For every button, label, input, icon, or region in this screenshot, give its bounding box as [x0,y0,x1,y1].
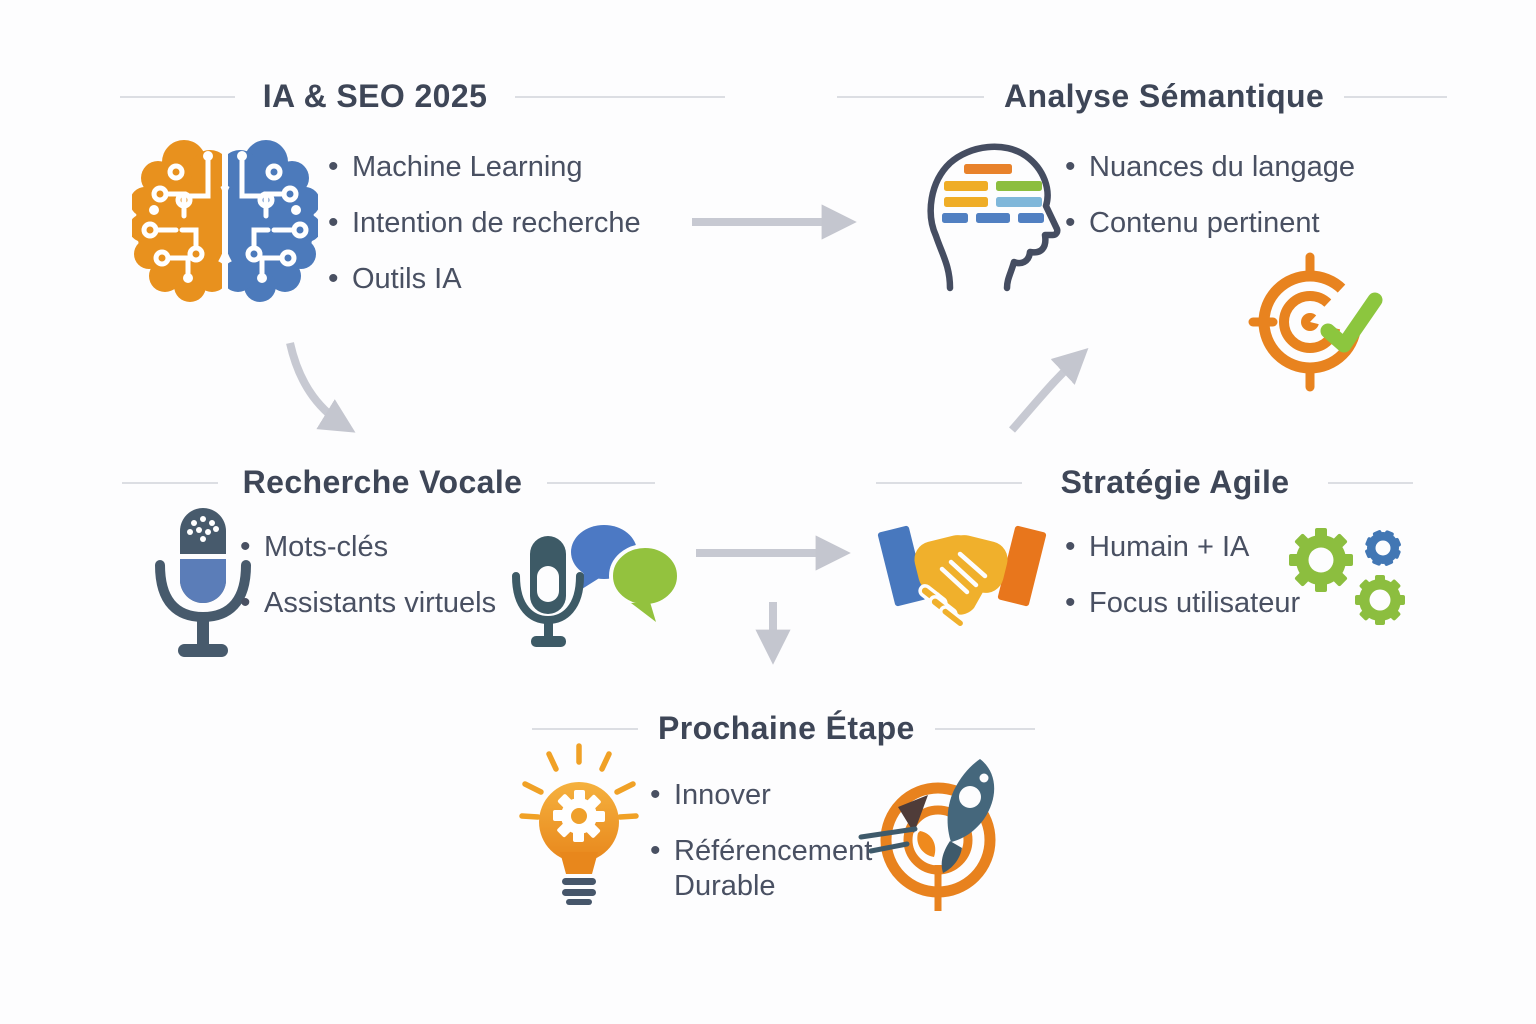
target-check-icon [1248,252,1383,392]
bullet-item: Mots-clés [240,529,496,565]
header-rule [1328,481,1413,484]
microphone-icon [150,503,255,663]
bullet-item: Outils IA [328,261,641,297]
bullet-item: Assistants virtuels [240,585,496,621]
bullet-item: Focus utilisateur [1065,585,1300,621]
header-rule [547,481,655,484]
section-header-etape: Prochaine Étape [532,710,1035,747]
header-rule [876,481,1022,484]
bullet-item: Intention de recherche [328,205,641,241]
section-header-ia-seo: IA & SEO 2025 [120,78,725,115]
section-title-etape: Prochaine Étape [658,710,915,746]
brain-circuit-icon [132,136,318,304]
bullet-item: Machine Learning [328,149,641,185]
rocket-target-icon [858,745,1013,915]
header-rule [1344,95,1448,98]
bullet-item: Innover [650,777,875,813]
handshake-icon [872,512,1052,642]
section-header-analyse: Analyse Sémantique [837,78,1448,115]
analyse-bullets: Nuances du langage Contenu pertinent [1065,149,1355,262]
lightbulb-gear-icon [512,740,647,910]
header-rule [837,95,984,98]
arrow-agile-to-analyse [1009,347,1089,433]
header-rule [515,95,725,98]
ia-seo-bullets: Machine Learning Intention de recherche … [328,149,641,317]
section-header-vocale: Recherche Vocale [122,464,655,501]
microphone-chat-icon [500,500,680,655]
etape-bullets: Innover Référencement Durable [650,777,875,924]
vocale-bullets: Mots-clés Assistants virtuels [240,529,496,642]
arrow-iaseo-to-vocale [286,342,356,433]
bullet-item: Humain + IA [1065,529,1300,565]
head-semantic-icon [912,136,1067,294]
header-rule [122,481,218,484]
gears-icon [1283,518,1418,636]
agile-bullets: Humain + IA Focus utilisateur [1065,529,1300,642]
section-title-agile: Stratégie Agile [1060,464,1290,500]
bullet-item: Nuances du langage [1065,149,1355,185]
section-title-vocale: Recherche Vocale [242,464,523,500]
header-rule [120,95,235,98]
bullet-item: Contenu pertinent [1065,205,1355,241]
section-title-ia-seo: IA & SEO 2025 [262,78,488,114]
header-rule [532,727,638,730]
section-header-agile: Stratégie Agile [876,464,1413,501]
header-rule [934,727,1035,730]
bullet-item: Référencement Durable [650,833,875,904]
section-title-analyse: Analyse Sémantique [1004,78,1325,114]
